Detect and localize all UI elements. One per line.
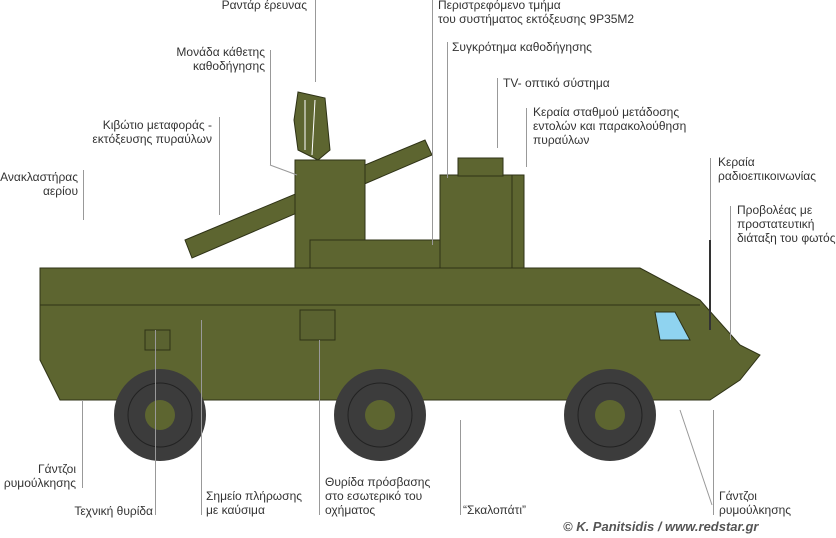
label-text: Κεραία σταθμού μετάδοσης bbox=[533, 105, 680, 119]
leader-line bbox=[526, 108, 527, 167]
leader-line bbox=[460, 420, 461, 515]
label-text: ρυμούλκησης bbox=[719, 503, 792, 517]
guidance-complex bbox=[439, 174, 516, 276]
wheel-rear bbox=[114, 369, 206, 461]
leader-line bbox=[497, 78, 498, 148]
label-text: “Σκαλοπάτι” bbox=[463, 503, 526, 517]
copyright: © K. Panitsidis / www.redstar.gr bbox=[563, 519, 759, 534]
leader-line bbox=[315, 0, 316, 82]
leader-line bbox=[710, 158, 711, 240]
label-text: πυραύλων bbox=[533, 133, 590, 147]
command-antenna bbox=[511, 174, 525, 276]
label-text: Κιβώτιο μεταφοράς - bbox=[102, 118, 212, 132]
label-text: στο εσωτερικό του bbox=[325, 489, 423, 503]
label-text: Μονάδα κάθετης bbox=[176, 45, 265, 59]
label-missile-box: Κιβώτιο μεταφοράς -εκτόξευσης πυραύλων bbox=[92, 118, 212, 146]
label-text: διάταξη του φωτός bbox=[737, 231, 836, 245]
label-text: Ραντάρ έρευνας bbox=[221, 0, 307, 12]
label-text: του συστήματος εκτόξευσης 9P35M2 bbox=[438, 12, 635, 26]
label-text: εντολών και παρακολούθηση bbox=[533, 119, 687, 133]
label-text: οχήματος bbox=[325, 503, 376, 517]
label-text: ρυμούλκησης bbox=[3, 476, 76, 490]
label-text: ραδιοεπικοινωνίας bbox=[718, 169, 817, 183]
label-text: Σημείο πλήρωσης bbox=[206, 489, 303, 503]
leader-line bbox=[713, 410, 714, 515]
wheel-front bbox=[564, 369, 656, 461]
label-text: αερίου bbox=[42, 184, 78, 198]
label-text: καθοδήγησης bbox=[192, 59, 265, 73]
leader-line bbox=[270, 50, 271, 165]
label-guidance-complex: Συγκρότημα καθοδήγησης bbox=[452, 40, 592, 54]
label-text: Περιστρεφόμενο τμήμα bbox=[438, 0, 561, 12]
leader-line bbox=[155, 330, 156, 515]
leader-line bbox=[83, 170, 84, 220]
tv-optical bbox=[457, 157, 504, 177]
label-text: προστατευτική bbox=[737, 217, 815, 231]
leader-line bbox=[219, 117, 220, 215]
label-text: Γάντζοι bbox=[719, 489, 757, 503]
leader-line bbox=[447, 42, 448, 178]
label-text: εκτόξευσης πυραύλων bbox=[92, 132, 212, 146]
leader-line bbox=[82, 400, 83, 488]
label-text: Θυρίδα πρόσβασης bbox=[325, 475, 431, 489]
leader-line bbox=[319, 340, 320, 515]
label-tech-hatch: Τεχνική θυρίδα bbox=[74, 504, 153, 518]
label-text: Γάντζοι bbox=[38, 462, 76, 476]
label-text: Προβολέας με bbox=[737, 203, 813, 217]
label-search-radar: Ραντάρ έρευνας bbox=[222, 0, 307, 12]
windshield bbox=[654, 311, 691, 341]
label-text: Συγκρότημα καθοδήγησης bbox=[452, 40, 592, 54]
label-tv-optical: TV- οπτικό σύστημα bbox=[503, 76, 610, 90]
label-text: Ανακλαστήρας bbox=[0, 170, 78, 184]
label-text: Κεραία bbox=[718, 155, 755, 169]
leader-line bbox=[201, 320, 202, 515]
wheel-middle bbox=[334, 369, 426, 461]
label-text: Τεχνική θυρίδα bbox=[74, 504, 153, 518]
leader-line bbox=[730, 206, 731, 340]
leader-line bbox=[432, 0, 433, 245]
label-text: με καύσιμα bbox=[206, 503, 265, 517]
wheels bbox=[114, 369, 656, 461]
vehicle-body bbox=[39, 267, 761, 401]
label-text: TV- οπτικό σύστημα bbox=[503, 76, 610, 90]
label-step: “Σκαλοπάτι” bbox=[463, 503, 526, 517]
